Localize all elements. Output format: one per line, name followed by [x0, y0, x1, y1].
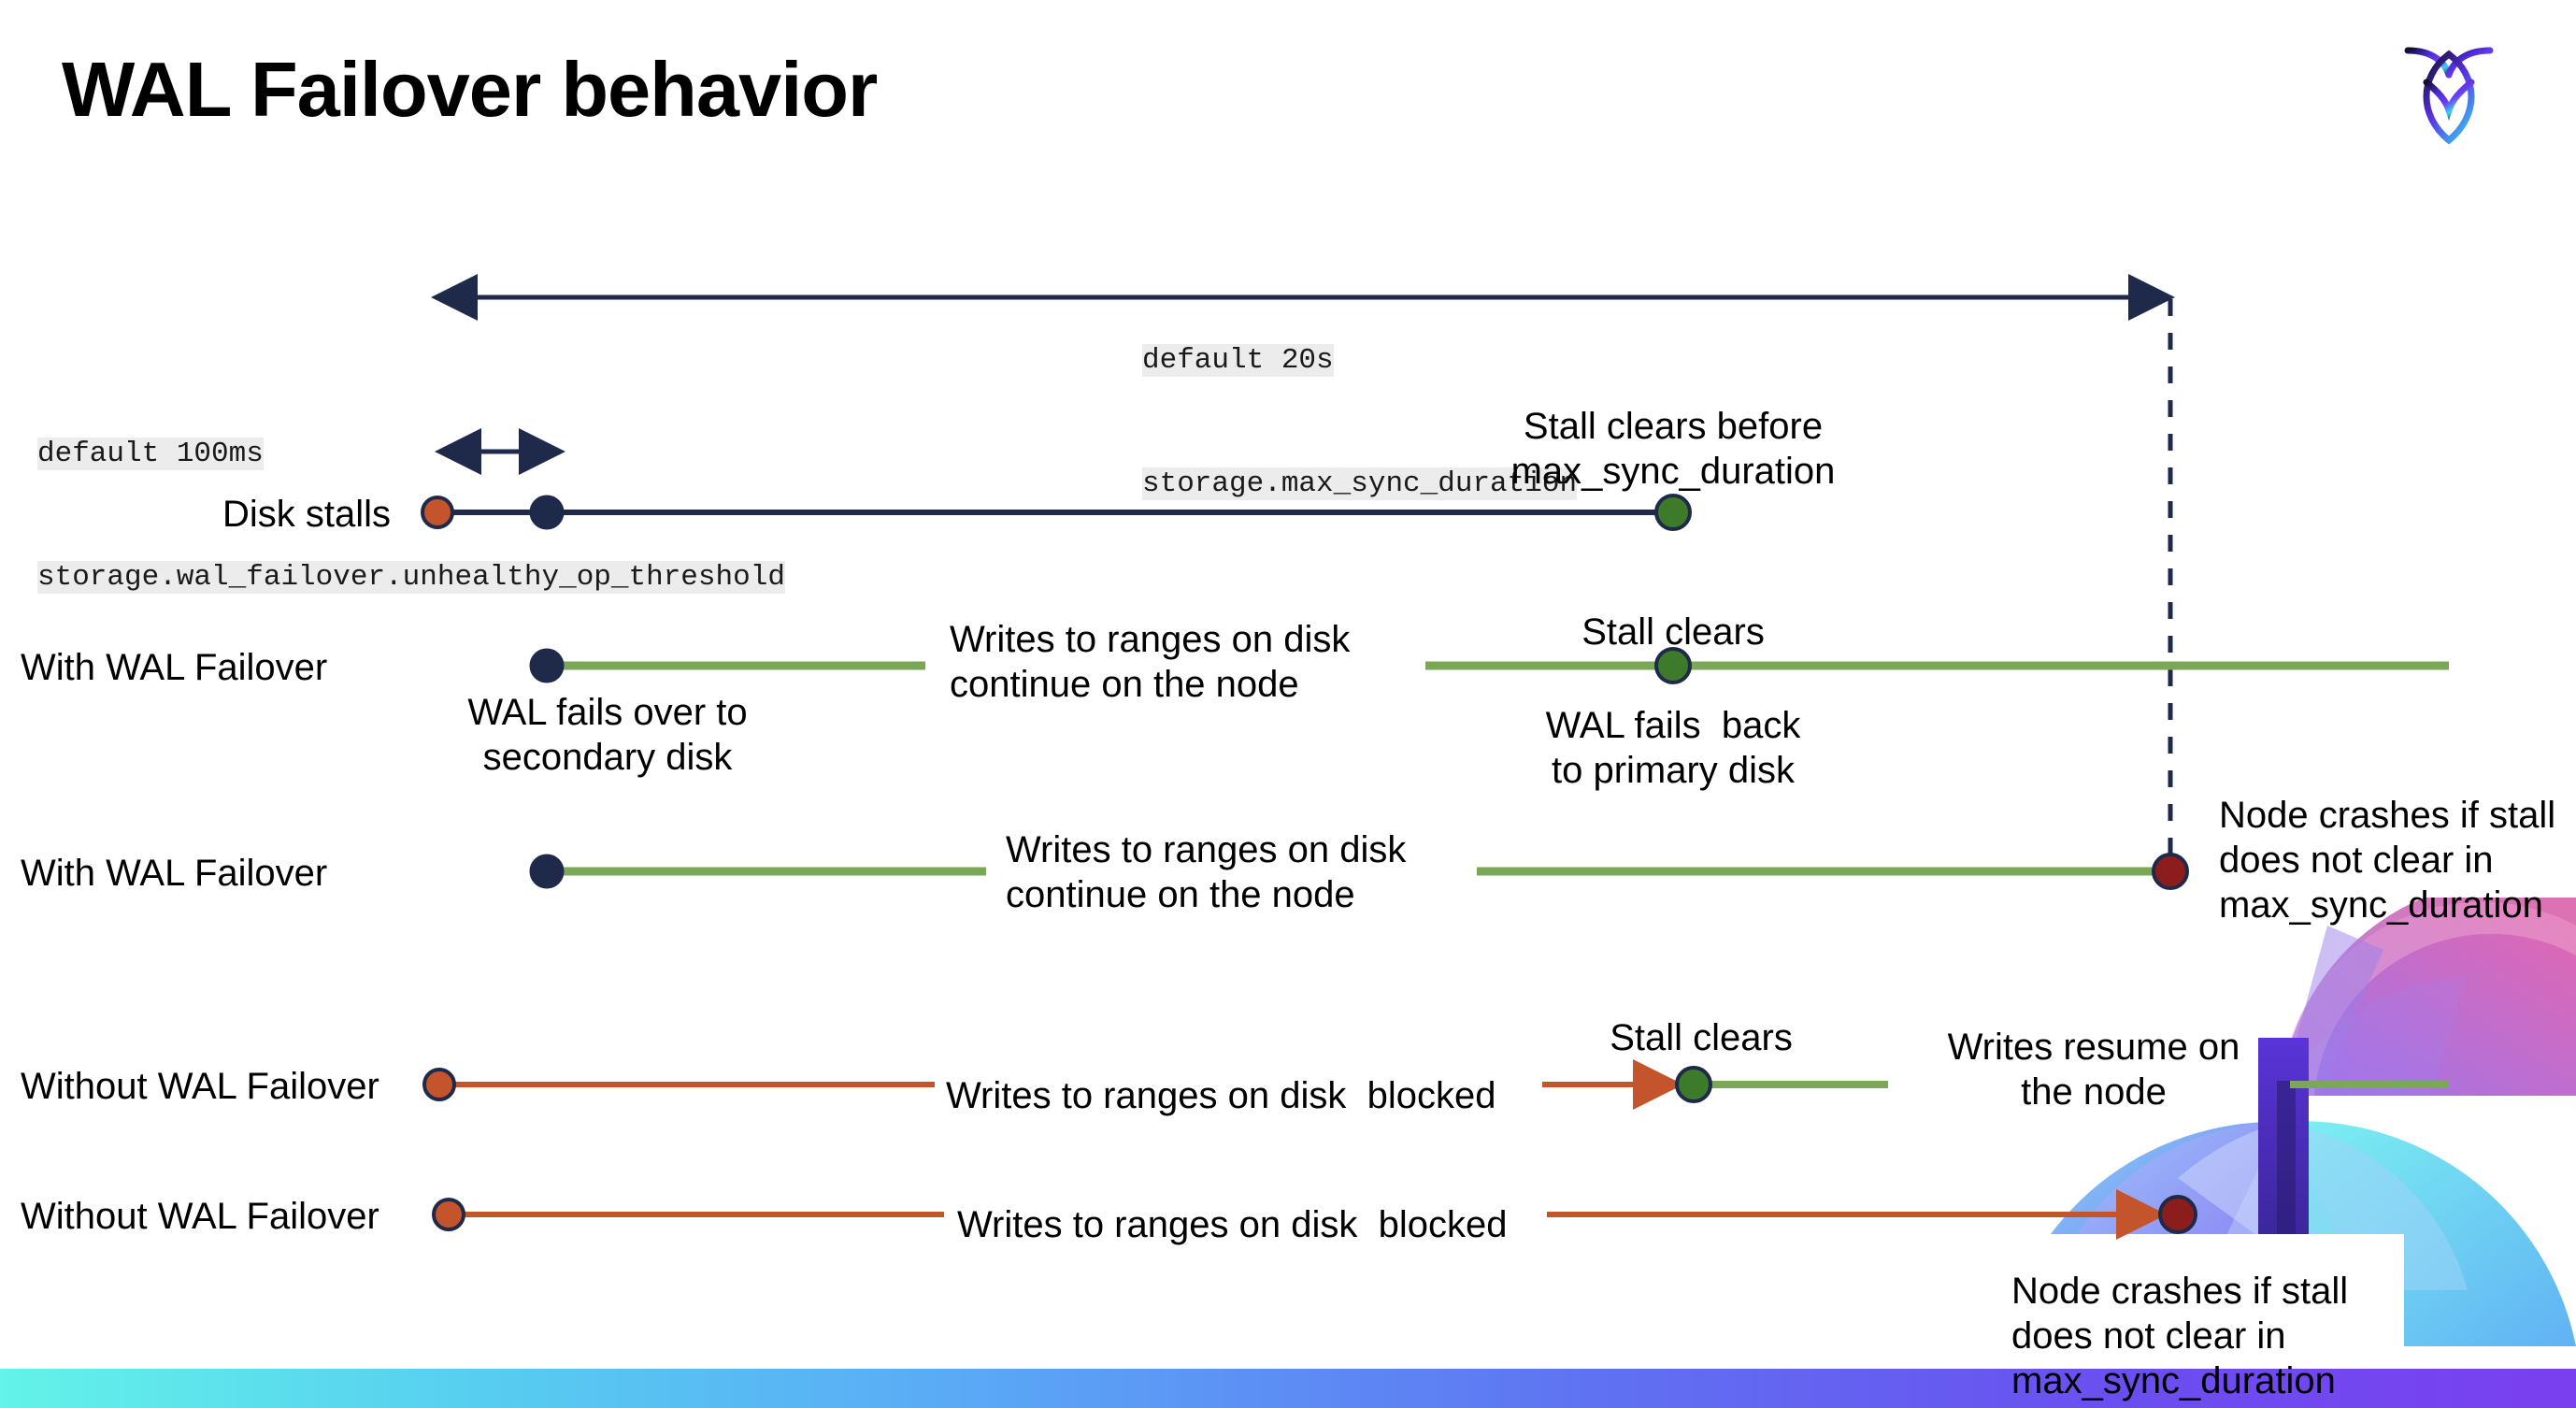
callout-writes-continue-2: Writes to ranges on disk continue on the… [1006, 829, 1407, 915]
unhealthy-default-value: default 100ms [37, 438, 264, 471]
unhealthy-op-threshold-annotation: default 100ms storage.wal_failover.unhea… [37, 352, 785, 681]
callout-node-crashes-1: Node crashes if stall does not clear in … [2219, 795, 2556, 926]
stall-clears-dot-row1 [1654, 494, 1692, 531]
callout-writes-resume: Writes resume on the node [1947, 1027, 2240, 1113]
callout-writes-blocked-1: Writes to ranges on disk blocked [946, 1075, 1496, 1116]
stall-clears-dot-row2 [1654, 647, 1692, 684]
max-sync-setting-name: storage.max_sync_duration [1142, 467, 1578, 501]
unhealthy-setting-name: storage.wal_failover.unhealthy_op_thresh… [37, 561, 785, 595]
callout-stall-clears-2: Stall clears [1610, 1017, 1793, 1058]
node-crash-dot-row5 [2158, 1195, 2197, 1234]
disk-stall-start-dot-row5 [432, 1198, 465, 1231]
bottom-gradient-bar [0, 1369, 2576, 1408]
stall-clears-dot-row4 [1675, 1066, 1712, 1103]
row-label-without-wal-failover-1: Without WAL Failover [21, 1066, 379, 1107]
callout-stall-clears-1: Stall clears [1581, 611, 1765, 653]
cockroachdb-logo-icon [2393, 36, 2505, 152]
page-title: WAL Failover behavior [62, 46, 878, 133]
callout-wal-fails-over: WAL fails over to secondary disk [467, 692, 748, 778]
row-label-disk-stalls: Disk stalls [222, 494, 392, 535]
disk-stall-start-dot-row4 [422, 1068, 456, 1101]
wal-failover-start-dot-row2 [529, 648, 565, 683]
row-label-without-wal-failover-2: Without WAL Failover [21, 1196, 379, 1237]
row-label-with-wal-failover-2: With WAL Failover [21, 853, 328, 894]
callout-writes-continue-1: Writes to ranges on disk continue on the… [950, 619, 1351, 705]
row-label-with-wal-failover-1: With WAL Failover [21, 647, 328, 688]
callout-stall-clears-before: Stall clears before max_sync_duration [1510, 406, 1836, 492]
callout-wal-fails-back: WAL fails back to primary disk [1545, 705, 1801, 791]
callout-writes-blocked-2: Writes to ranges on disk blocked [957, 1204, 1508, 1245]
max-sync-default-value: default 20s [1142, 344, 1334, 378]
node-crash-dot-row3 [2152, 853, 2189, 890]
callout-node-crashes-2: Node crashes if stall does not clear in … [2011, 1271, 2349, 1401]
disk-stall-start-dot [421, 496, 454, 529]
wal-failover-start-dot-row3 [529, 854, 565, 889]
max-sync-duration-annotation: default 20s storage.max_sync_duration [1142, 258, 1578, 587]
wal-failover-trigger-dot [529, 495, 565, 530]
